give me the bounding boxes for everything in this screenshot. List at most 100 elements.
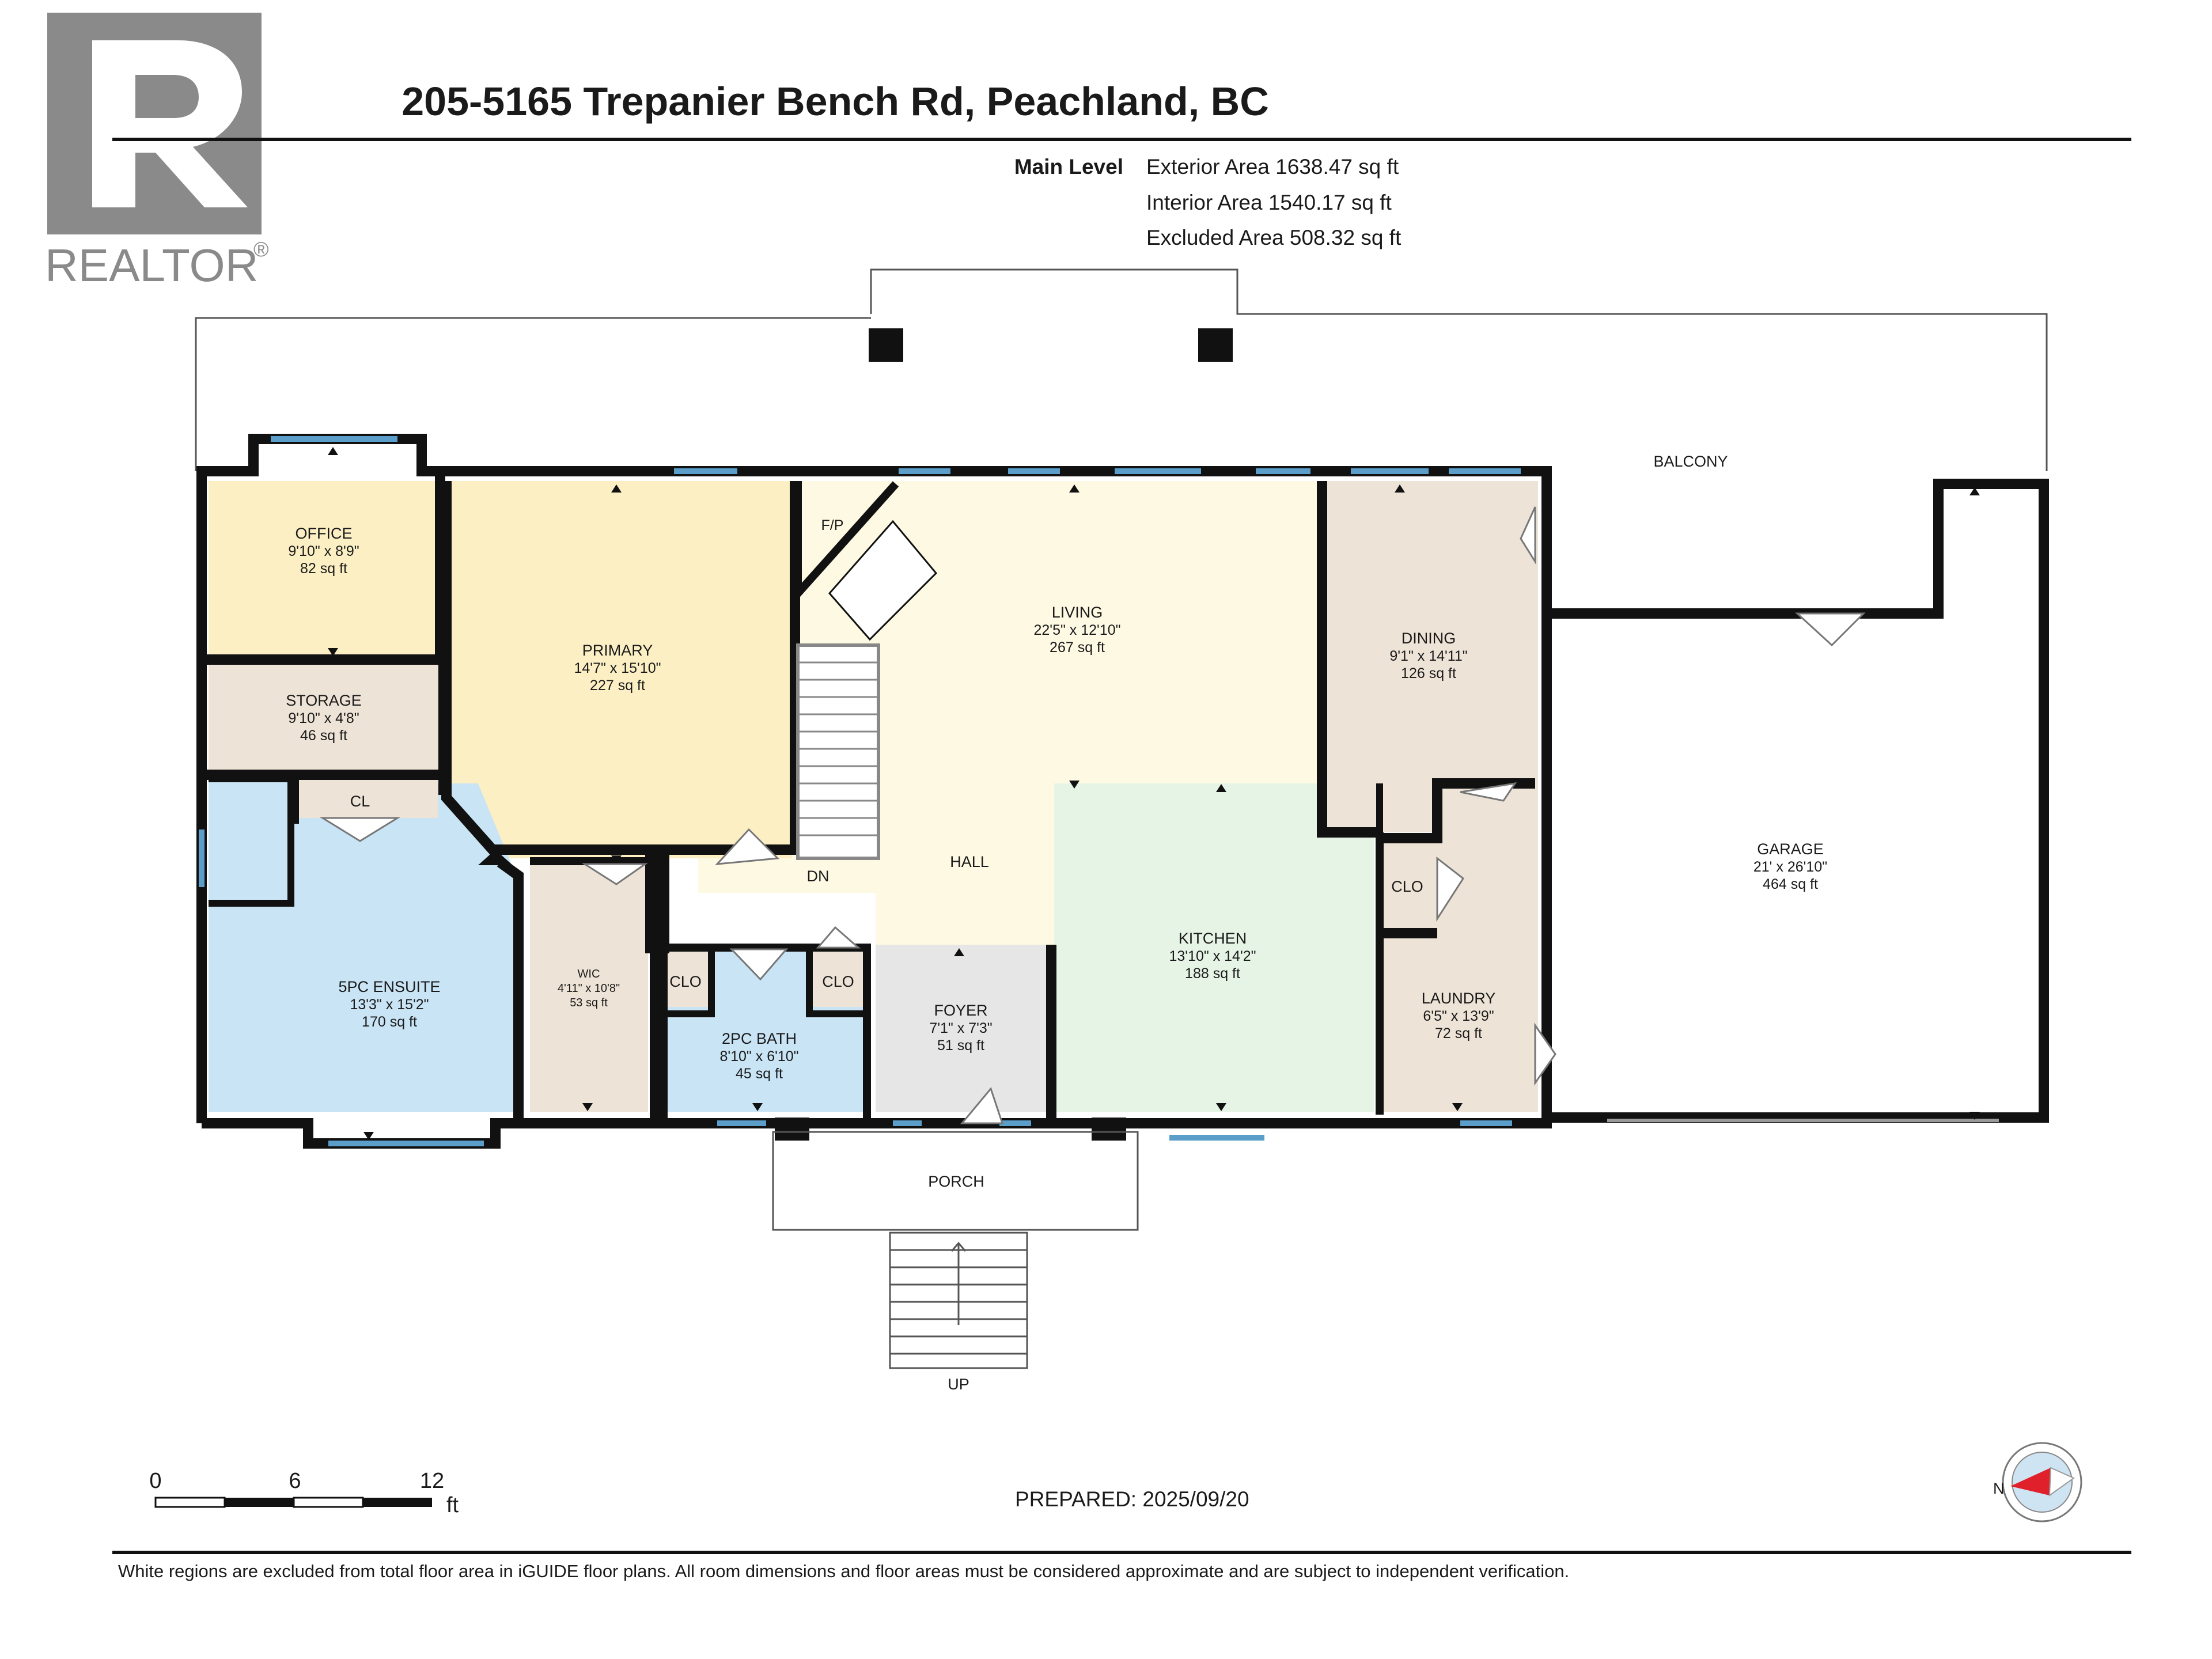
porch-label: PORCH [928,1173,984,1190]
primary-fill [448,481,792,858]
svg-text:DINING: DINING [1402,630,1456,647]
svg-text:9'10" x 4'8": 9'10" x 4'8" [288,710,359,726]
post [1198,328,1233,362]
north-label: N [1993,1480,2005,1497]
svg-text:464 sq ft: 464 sq ft [1763,876,1818,892]
svg-text:51 sq ft: 51 sq ft [937,1037,984,1054]
svg-text:267 sq ft: 267 sq ft [1050,639,1105,656]
room-kitchen: KITCHEN 13'10" x 14'2" 188 sq ft [1169,930,1256,982]
svg-text:227 sq ft: 227 sq ft [590,677,645,694]
clo-label-foyer: CLO [822,973,854,990]
svg-text:21' x 26'10": 21' x 26'10" [1753,859,1827,875]
interior-area: Interior Area 1540.17 sq ft [1146,191,1392,214]
svg-text:7'1" x 7'3": 7'1" x 7'3" [929,1020,992,1036]
svg-text:LIVING: LIVING [1052,604,1103,621]
svg-text:LAUNDRY: LAUNDRY [1422,990,1496,1007]
walls [196,434,2049,1149]
svg-text:2PC BATH: 2PC BATH [722,1030,797,1047]
fp-label: F/P [821,517,844,533]
clo-label-laundry: CLO [1391,878,1423,895]
room-ensuite: 5PC ENSUITE 13'3" x 15'2" 170 sq ft [338,978,440,1030]
balcony-label: BALCONY [1653,453,1728,470]
svg-text:72 sq ft: 72 sq ft [1435,1025,1482,1041]
svg-text:22'5" x 12'10": 22'5" x 12'10" [1033,622,1120,638]
svg-text:82 sq ft: 82 sq ft [300,560,347,577]
room-primary: PRIMARY 14'7" x 15'10" 227 sq ft [574,642,661,694]
disclaimer: White regions are excluded from total fl… [118,1561,1569,1581]
room-foyer: FOYER 7'1" x 7'3" 51 sq ft [929,1002,992,1054]
windows [199,436,1521,1146]
wall-block [478,850,513,865]
balcony-outline [870,268,2048,471]
svg-text:13'3" x 15'2": 13'3" x 15'2" [350,997,429,1013]
storage-fill [209,662,440,772]
svg-text:14'7" x 15'10": 14'7" x 15'10" [574,660,661,676]
clo3-fill [809,949,867,1007]
room-laundry: LAUNDRY 6'5" x 13'9" 72 sq ft [1422,990,1496,1041]
wall-block [645,853,669,953]
prepared-date: PREPARED: 2025/09/20 [1015,1487,1249,1511]
room-wic: WIC 4'11" x 10'8" 53 sq ft [558,968,620,1009]
cl-label: CL [350,793,370,810]
ensuite-fill [209,779,518,1112]
foyer-fill [876,945,1048,1112]
svg-text:126 sq ft: 126 sq ft [1401,665,1456,681]
clo-label-bath: CLO [669,973,702,990]
room-office: OFFICE 9'10" x 8'9" 82 sq ft [288,525,359,577]
room-garage: GARAGE 21' x 26'10" 464 sq ft [1753,840,1827,892]
svg-text:188 sq ft: 188 sq ft [1185,965,1240,982]
clo2-fill [664,949,709,1007]
svg-text:OFFICE: OFFICE [296,525,353,542]
level-label: Main Level [1014,155,1123,179]
office-fill [209,481,440,660]
scale-tick-0: 0 [149,1469,161,1493]
svg-text:4'11" x 10'8": 4'11" x 10'8" [558,982,620,995]
svg-text:GARAGE: GARAGE [1757,840,1824,858]
excluded-area: Excluded Area 508.32 sq ft [1146,226,1402,249]
room-storage: STORAGE 9'10" x 4'8" 46 sq ft [286,692,362,744]
svg-text:5PC ENSUITE: 5PC ENSUITE [338,978,440,995]
porch-outline [772,1131,1139,1231]
stairs-up [889,1232,1028,1369]
hall-label: HALL [950,853,989,870]
wall-block [775,1118,809,1141]
realtor-logo: REALTOR ® [45,13,269,291]
svg-text:8'10" x 6'10": 8'10" x 6'10" [719,1048,798,1065]
scale-tick-12: 12 [420,1469,444,1493]
scale-tick-6: 6 [289,1469,301,1493]
scale-unit: ft [446,1493,459,1517]
kitchen-fill [1054,783,1374,1112]
svg-text:WIC: WIC [578,968,600,980]
room-2pc-bath: 2PC BATH 8'10" x 6'10" 45 sq ft [719,1030,798,1082]
dn-label: DN [807,868,830,885]
svg-text:FOYER: FOYER [934,1002,987,1019]
dining-fill [1322,481,1538,832]
balcony-outline-left [195,317,871,471]
dimension-arrows [328,447,1980,1140]
wall-block [1092,1118,1126,1141]
svg-text:6'5" x 13'9": 6'5" x 13'9" [1423,1008,1494,1024]
svg-text:170 sq ft: 170 sq ft [362,1014,417,1030]
svg-text:9'10" x 8'9": 9'10" x 8'9" [288,543,359,559]
clo-fill [1380,838,1437,930]
registered-mark: ® [253,237,269,261]
wic-fill [530,864,648,1112]
svg-text:9'1" x 14'11": 9'1" x 14'11" [1389,648,1467,664]
room-living: LIVING 22'5" x 12'10" 267 sq ft [1033,604,1120,656]
svg-text:STORAGE: STORAGE [286,692,362,709]
exterior-area: Exterior Area 1638.47 sq ft [1146,155,1399,179]
post [869,328,903,362]
svg-text:KITCHEN: KITCHEN [1179,930,1247,947]
page-title: 205-5165 Trepanier Bench Rd, Peachland, … [402,79,1269,124]
room-dining: DINING 9'1" x 14'11" 126 sq ft [1389,630,1467,681]
cl-fill [294,779,438,818]
doors [319,506,1866,1124]
svg-text:46 sq ft: 46 sq ft [300,728,347,744]
realtor-wordmark: REALTOR [45,240,258,291]
svg-text:53 sq ft: 53 sq ft [570,997,608,1009]
scale-bar: 0 6 12 ft [149,1469,459,1517]
up-label: UP [948,1376,969,1393]
svg-text:45 sq ft: 45 sq ft [736,1066,783,1082]
stairs-down [796,643,880,860]
